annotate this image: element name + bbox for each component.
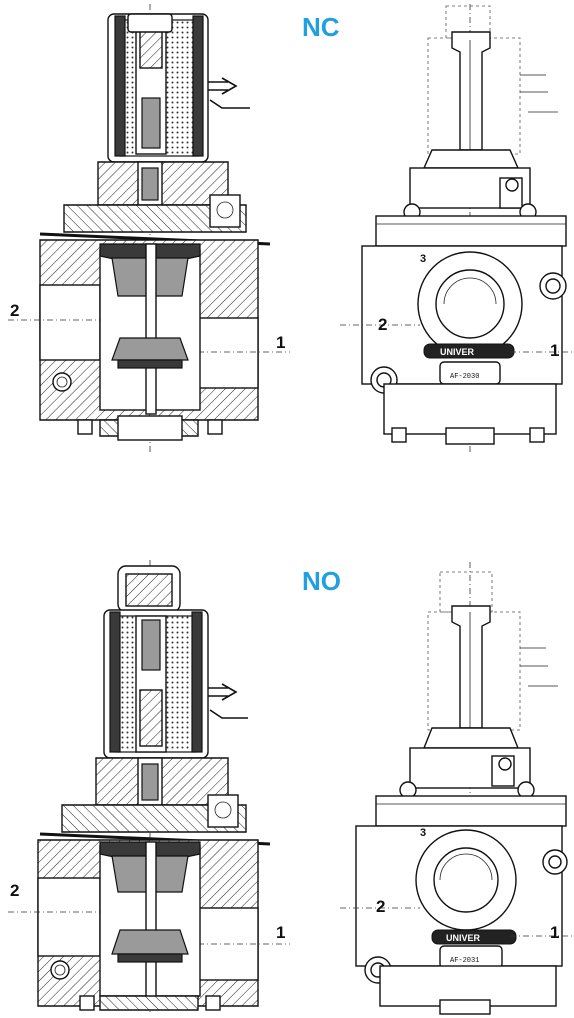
no-front-port-3: 3 [420, 827, 426, 839]
nc-section-view: 2 1 [8, 4, 290, 452]
no-mode-label: NO [302, 566, 341, 596]
no-figure: NO [8, 560, 572, 1015]
no-front-port-1: 1 [550, 923, 559, 942]
nc-section-port-1: 1 [276, 333, 285, 352]
no-code-label: AF-2031 [450, 957, 479, 965]
no-section-view: 2 1 [8, 560, 290, 1014]
no-front-view: UNIVER AF-2031 3 2 1 [340, 562, 572, 1015]
no-section-port-1: 1 [276, 923, 285, 942]
nc-front-view: UNIVER AF-2030 3 2 1 [340, 4, 572, 452]
no-section-port-2: 2 [10, 881, 19, 900]
nc-front-port-1: 1 [550, 341, 559, 360]
nc-brand-label: UNIVER [440, 347, 475, 357]
no-brand-label: UNIVER [446, 933, 481, 943]
nc-front-port-2: 2 [378, 315, 387, 334]
nc-section-port-2: 2 [10, 301, 19, 320]
nc-mode-label: NC [302, 12, 340, 42]
nc-code-label: AF-2030 [450, 373, 479, 381]
nc-front-port-3: 3 [420, 253, 426, 265]
nc-figure: NC [8, 4, 572, 452]
no-front-port-2: 2 [376, 897, 385, 916]
